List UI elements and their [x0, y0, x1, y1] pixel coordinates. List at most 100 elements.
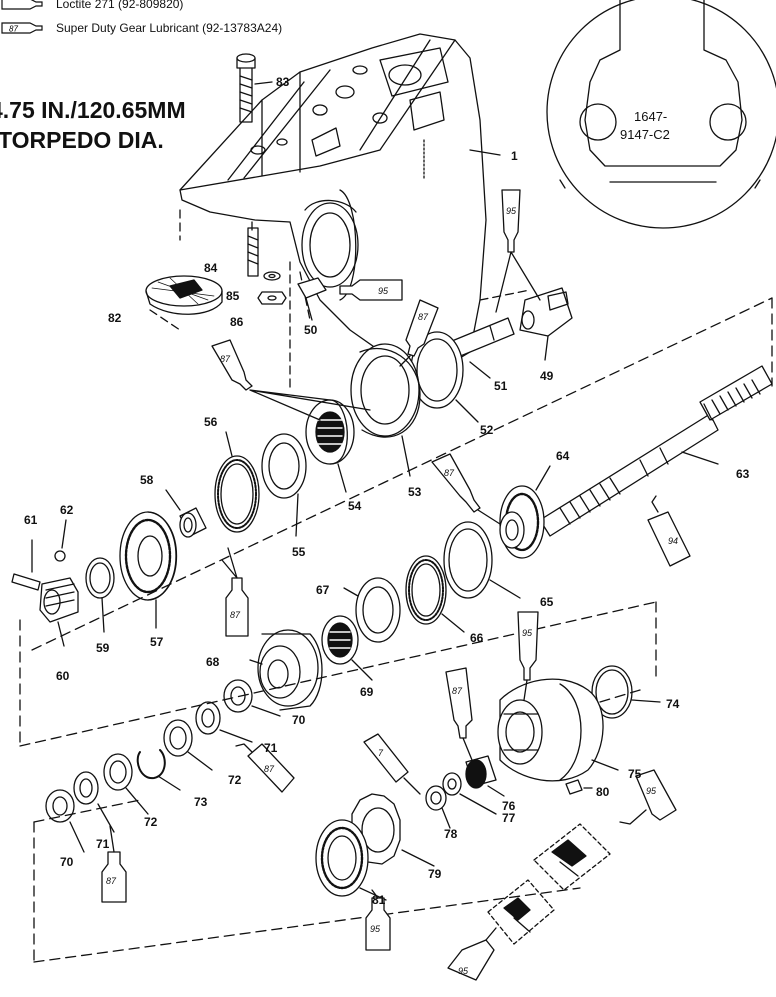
shift-link-box-lower	[487, 879, 555, 945]
washer-67	[343, 577, 401, 643]
tube-label: 87	[230, 610, 241, 620]
stud-washer-nut	[247, 227, 287, 305]
tube-label: 95	[370, 924, 381, 934]
bearing-cup-53	[350, 343, 421, 477]
part-number: 53	[408, 485, 422, 499]
part-number: 70	[292, 713, 306, 727]
bearing-carrier-68	[249, 629, 323, 711]
tube-label: 87	[106, 876, 117, 886]
part-number: 72	[228, 773, 242, 787]
heading-line-2: TORPEDO DIA.	[0, 127, 164, 153]
part-number: 56	[204, 415, 218, 429]
cross-pin-retainer-59	[85, 557, 115, 633]
spanner-nut-81	[315, 819, 387, 901]
seal-72-upper	[163, 719, 213, 771]
retaining-ring-73	[136, 749, 181, 791]
tube-label: 87	[444, 468, 455, 478]
casting-id-line-1: 1647-	[634, 109, 667, 124]
part-number: 71	[264, 741, 278, 755]
part-number: 55	[292, 545, 306, 559]
part-number: 71	[96, 837, 110, 851]
tube-label: 95	[458, 966, 469, 976]
needle-bearing-58	[165, 489, 207, 538]
part-number: 75	[628, 767, 642, 781]
part-number: 80	[596, 785, 610, 799]
part-number: 68	[206, 655, 220, 669]
part-number: 66	[470, 631, 484, 645]
shift-link-box-upper	[533, 823, 611, 891]
washer-77	[442, 772, 497, 815]
tube-label: 87	[452, 686, 463, 696]
part-number: 74	[666, 697, 680, 711]
part-number: 84	[204, 261, 218, 275]
part-number: 73	[194, 795, 208, 809]
trim-tab-82	[145, 275, 223, 315]
part-number: 63	[736, 467, 750, 481]
part-number: 54	[348, 499, 362, 513]
part-number: 64	[556, 449, 570, 463]
part-number: 69	[360, 685, 374, 699]
cross-pin-61	[11, 539, 41, 591]
part-number: 78	[444, 827, 458, 841]
part-number: 1	[511, 149, 518, 163]
part-number: 60	[56, 669, 70, 683]
shift-coupler-49	[519, 287, 573, 361]
part-number: 83	[276, 75, 290, 89]
race-65	[443, 521, 521, 599]
reverse-gear-64	[499, 465, 551, 559]
washer-70-lower	[45, 789, 85, 853]
part-number: 76	[502, 799, 516, 813]
part-number: 61	[24, 513, 38, 527]
part-number: 50	[304, 323, 318, 337]
part-number: 57	[150, 635, 164, 649]
part-number: 81	[372, 893, 386, 907]
part-number: 58	[140, 473, 154, 487]
part-number: 79	[428, 867, 442, 881]
legend-text: Loctite 271 (92-809820)	[56, 0, 184, 11]
tube-label: 95	[646, 786, 657, 796]
legend-row-gear-lubricant: 87 Super Duty Gear Lubricant (92-13783A2…	[0, 18, 282, 38]
thrust-bearing-56	[214, 431, 260, 533]
washer-55	[261, 433, 307, 537]
seal-71-lower	[73, 771, 115, 833]
tube-label: 7	[378, 748, 384, 758]
propeller-shaft-63	[539, 365, 773, 537]
seal-78	[425, 785, 451, 829]
plug-50	[297, 277, 327, 321]
legend-code: 87	[9, 25, 18, 34]
part-number: 70	[60, 855, 74, 869]
needle-bearing-76	[465, 755, 505, 797]
part-number: 49	[540, 369, 554, 383]
tube-label: 87	[418, 312, 429, 322]
part-number: 72	[144, 815, 158, 829]
tube-label: 87	[264, 764, 275, 774]
tube-icon: 87	[1, 22, 43, 34]
tube-label: 87	[220, 354, 231, 364]
tube-icon	[1, 0, 43, 10]
seal-72-lower	[103, 753, 149, 815]
part-number: 82	[108, 311, 122, 325]
part-number: 85	[226, 289, 240, 303]
part-number: 67	[316, 583, 330, 597]
bearing-carrier-75	[497, 678, 619, 782]
clip-80	[565, 779, 593, 795]
prop-shaft-assembly-frame	[19, 297, 773, 963]
roller-bearing-54	[305, 399, 355, 493]
assembly-guide-lines	[149, 209, 531, 391]
seal-71-upper	[195, 701, 253, 743]
part-number: 65	[540, 595, 554, 609]
legend-row-loctite: Loctite 271 (92-809820)	[0, 0, 183, 14]
detent-ball-62	[54, 519, 67, 562]
casting-number-callout	[546, 0, 776, 229]
lubricant-tubes	[101, 189, 691, 981]
roller-bearing-69	[321, 615, 373, 681]
tube-label: 94	[668, 536, 678, 546]
legend-text: Super Duty Gear Lubricant (92-13783A24)	[56, 21, 283, 35]
casting-id-line-2: 9147-C2	[620, 127, 670, 142]
part-number: 77	[502, 811, 516, 825]
part-number: 86	[230, 315, 244, 329]
forward-gear-57	[119, 511, 177, 629]
part-number: 51	[494, 379, 508, 393]
heading-line-1: 4.75 IN./120.65MM	[0, 97, 186, 123]
